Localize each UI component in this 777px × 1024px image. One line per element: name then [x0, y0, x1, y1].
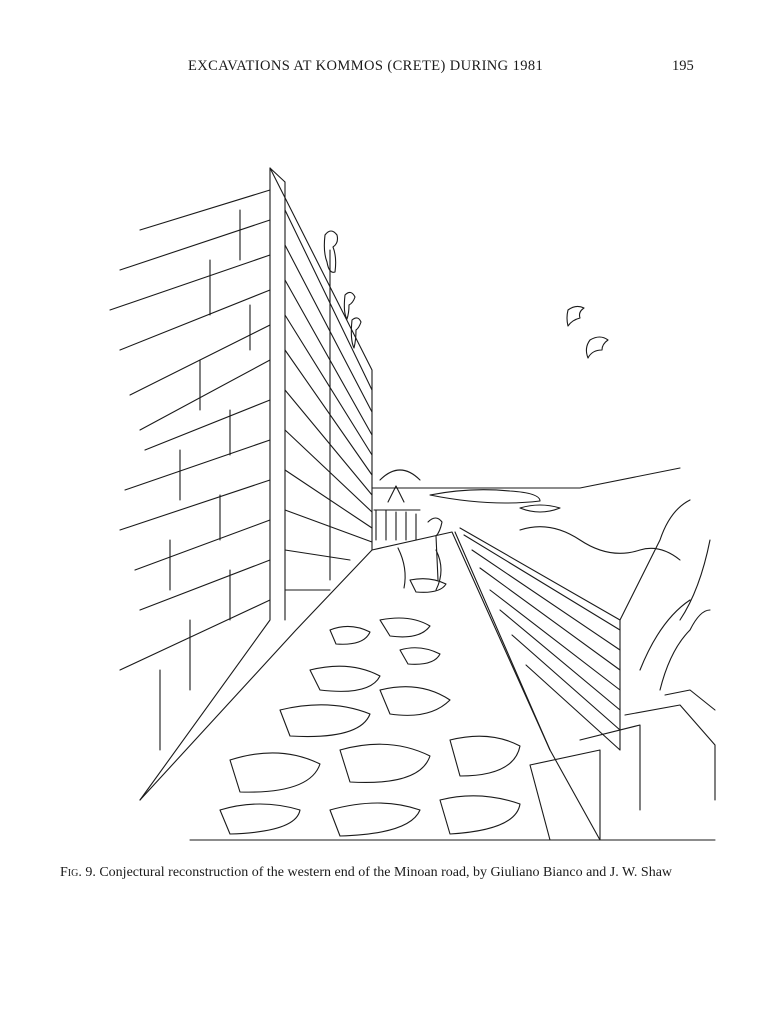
figure-label: Fig. 9.	[60, 865, 96, 880]
paved-road	[189, 531, 601, 841]
caption-text: Conjectural reconstruction of the wester…	[95, 865, 673, 880]
ashlar-wall	[109, 167, 373, 801]
page-number: 195	[672, 58, 694, 74]
figure-caption: Fig. 9. Conjectural reconstruction of th…	[60, 865, 740, 881]
wall-top-figures	[323, 230, 362, 349]
birds	[566, 305, 609, 359]
running-title: EXCAVATIONS AT KOMMOS (CRETE) DURING 198…	[188, 58, 544, 74]
running-head: EXCAVATIONS AT KOMMOS (CRETE) DURING 198…	[0, 58, 777, 82]
horizon	[371, 467, 681, 513]
figure-illustration	[80, 150, 730, 850]
procession	[373, 509, 443, 591]
